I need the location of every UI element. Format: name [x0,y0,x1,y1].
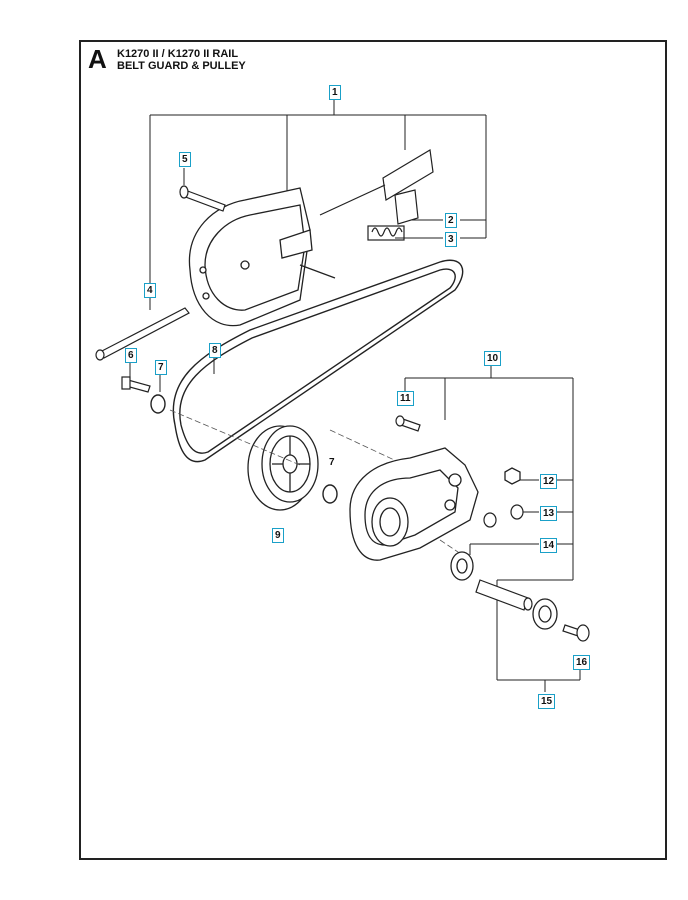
diagram-title: K1270 II / K1270 II RAIL BELT GUARD & PU… [117,48,246,72]
pulley-cover-part-10 [349,447,479,561]
pulley-part-9 [247,425,319,511]
screw-part-16 [562,624,590,642]
callout-1: 1 [329,85,341,100]
callout-12: 12 [540,474,558,489]
bracket-part-2 [319,149,434,225]
screw-part-11 [395,415,421,432]
shaft-part-15 [475,579,533,611]
callout-10: 10 [484,351,502,366]
callout-15: 15 [538,694,556,709]
callout-13: 13 [540,506,558,521]
bearing-part-15b [532,598,558,630]
bolt-part-13 [483,504,524,528]
callout-14: 14 [540,538,558,553]
callout-7b: 7 [327,456,337,469]
callout-16: 16 [573,655,591,670]
screw-part-6 [121,376,151,393]
page-frame [79,40,667,860]
belt-guard-part-1 [188,187,336,327]
long-bolt-part-4 [95,307,190,361]
bearing-part-14 [450,551,474,581]
callout-6: 6 [125,348,137,363]
callout-2: 2 [445,213,457,228]
spring-part-3 [367,225,405,241]
callout-5: 5 [179,152,191,167]
washer-part-7b [322,484,338,504]
section-letter: A [88,44,107,74]
callout-4: 4 [144,283,156,298]
nut-part-12 [504,467,521,485]
callout-3: 3 [445,232,457,247]
title-line-1: K1270 II / K1270 II RAIL [117,48,239,60]
callout-11: 11 [397,391,414,406]
callout-9: 9 [272,528,284,543]
bolt-part-5 [179,185,226,212]
callout-7: 7 [155,360,167,375]
callout-8: 8 [209,343,221,358]
title-line-2: BELT GUARD & PULLEY [117,60,246,72]
washer-part-7 [150,394,166,414]
belt-part-8 [172,259,464,463]
